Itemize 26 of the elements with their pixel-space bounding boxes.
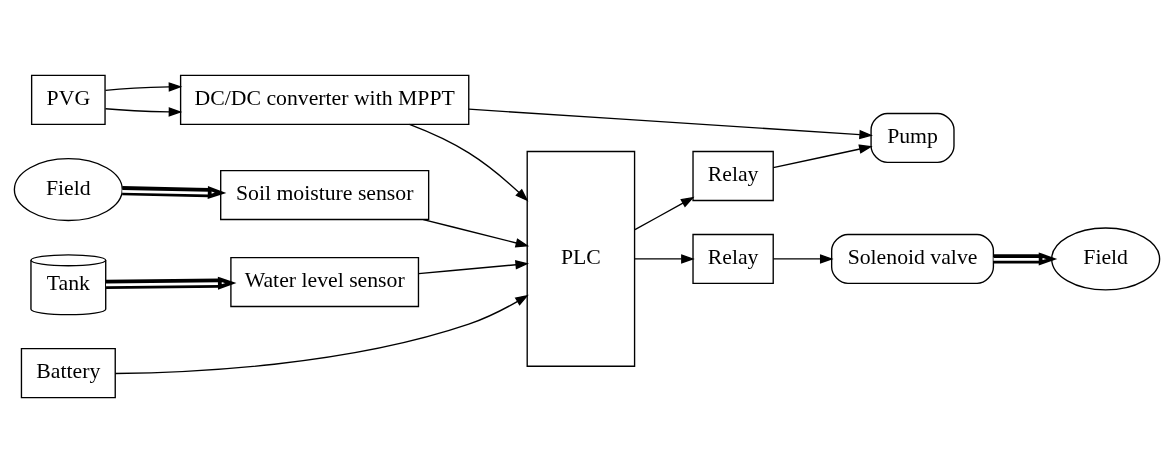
arrow xyxy=(634,196,695,231)
arrow xyxy=(104,82,183,92)
node-box: PLC xyxy=(526,150,636,367)
node-box: Relay xyxy=(692,150,774,202)
node-box: DC/DC converter with MPPT xyxy=(179,74,470,126)
arrow xyxy=(417,260,529,275)
arrow xyxy=(104,107,183,117)
arrow xyxy=(993,252,1058,266)
arrow xyxy=(408,123,529,202)
arrow xyxy=(422,218,530,248)
node-box: Relay xyxy=(692,233,774,285)
arrow xyxy=(772,254,834,264)
arrow xyxy=(634,254,695,264)
arrow xyxy=(114,294,529,375)
node-ellipse: Field xyxy=(1051,227,1161,291)
arrow xyxy=(106,276,237,290)
node-box: Solenoid valve xyxy=(831,233,995,285)
node-box: Soil moisture sensor xyxy=(220,169,430,221)
node-box: Battery xyxy=(20,347,116,399)
arrow xyxy=(122,186,227,200)
arrow xyxy=(468,108,873,140)
arrow xyxy=(772,144,873,169)
node-box: Pump xyxy=(870,112,955,164)
node-ellipse: Field xyxy=(13,158,123,222)
node-box: PVG xyxy=(30,74,106,126)
node-box: Water level sensor xyxy=(230,256,420,308)
